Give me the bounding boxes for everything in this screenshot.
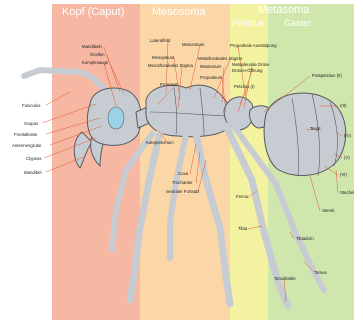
label-clypeus: Clypeus [26,156,42,161]
label-funiculus: Funiculus [22,103,40,108]
label-pronotum: Pronotum [160,82,179,87]
label-segment-v: (V) [344,155,350,160]
label-tarsalkralle: Tarsalkralle [274,276,296,281]
label-petiolus-i: Petiolus (I) [234,84,255,89]
gaster-body [264,93,346,176]
petiolus-region-title: Petiolus [232,18,264,28]
label-propodeum: Propodeum [200,75,222,80]
label-metapleurale-druese: Metapleurale Drüse [232,62,270,67]
label-mesonotum: Mesonotum [182,42,204,47]
label-frontalleiste: Frontalleiste [14,132,37,137]
label-tibiadorn: Tibiadorn [296,236,314,241]
mesosoma-region-title: Mesosoma [152,6,206,18]
metasoma-region-title: Metasoma [258,4,309,16]
label-segment-iii: (III) [340,103,346,108]
label-ventraler-fortsatz: ventraler Fortsatz [166,189,199,194]
label-metanotum: Metanotum [200,64,222,69]
label-coxa: Coxa [178,171,188,176]
label-druesen-oeffnung: Drüsen-Öffnung [232,68,263,73]
label-metathorakales-stigma: Metathorakales Stigma [198,56,242,61]
label-komplexauge: Komplexauge [82,60,108,65]
label-ocellen: Ocellen [90,52,105,57]
label-tergit: Tergit [310,126,321,131]
label-propodeale-ausstuelpung: Propodeale Ausstülpung [230,43,277,48]
label-sting: Stachel [340,190,354,195]
label-sternit: Sternit [322,208,334,213]
head-region-title: Kopf (Caput) [62,6,124,18]
gaster-region-title: Gaster [284,18,311,28]
label-mandibeln: Mandibeln [82,44,102,49]
label-trochanter: Trochanter [172,180,193,185]
label-tibia: Tibia [238,226,247,231]
label-segment-vi: (VI) [340,172,347,177]
label-segment-iv: (IV) [344,133,351,138]
label-scapus: Scapus [24,121,38,126]
label-katepisternum: Katepisternum [146,140,174,145]
label-tarsus: Tarsus [314,270,327,275]
label-postpetiolus-ii: Postpetiolus (II) [312,73,342,78]
label-lateralfeld: Lateralfeld [150,38,170,43]
label-antennengrube: Antennengrube [12,143,41,148]
label-mesothorakales-stigma: Mesothorakales Stigma [148,63,193,68]
label-mesopleura: Mesopleura [152,55,174,60]
label-femur: Femur [236,194,248,199]
eye-icon [108,107,124,129]
label-mandibel: Mandibel [24,170,41,175]
